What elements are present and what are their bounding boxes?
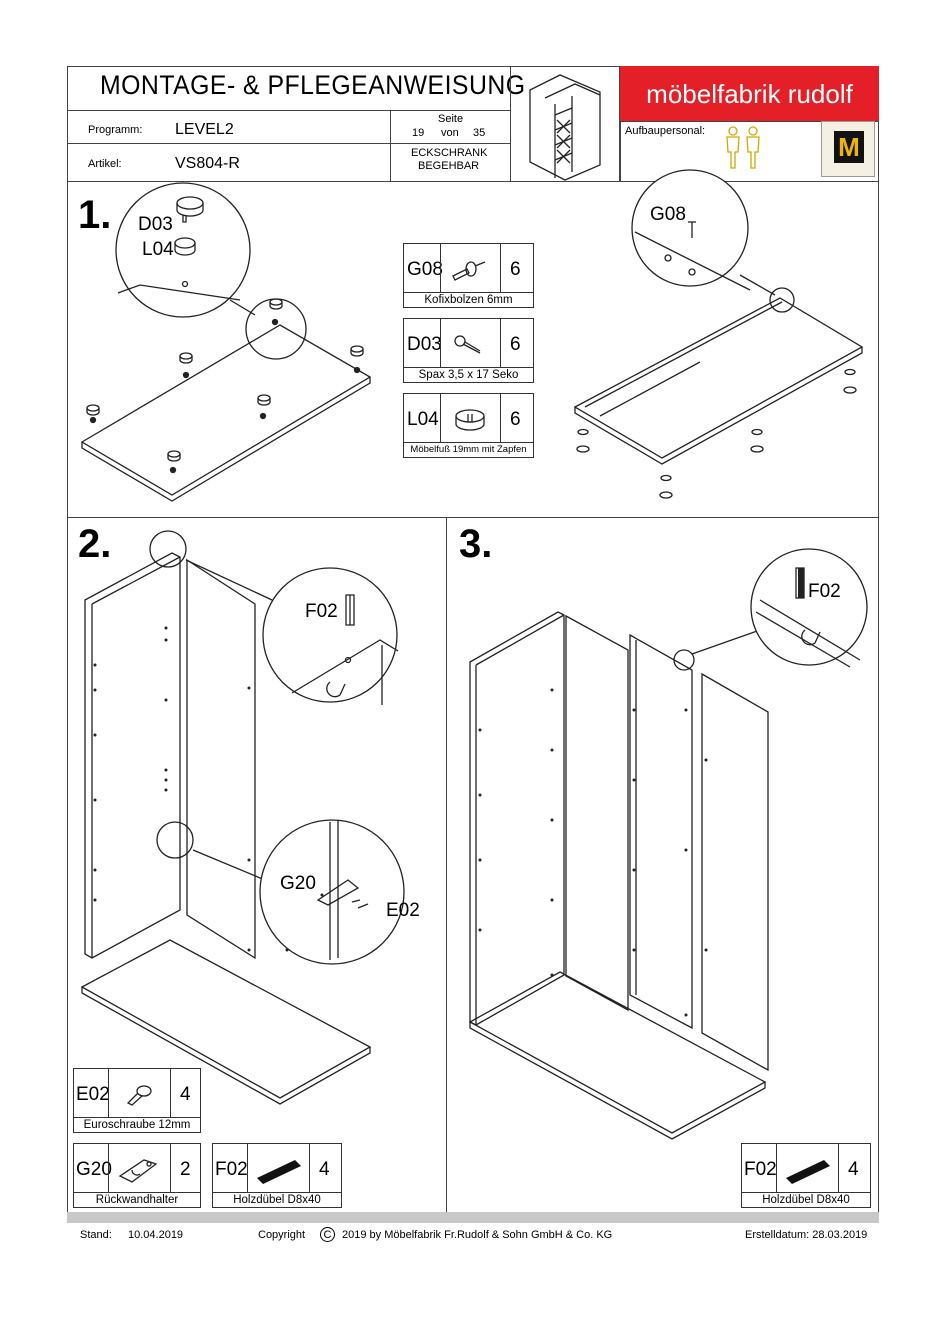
divider <box>500 394 501 443</box>
quality-seal-mark: M <box>834 131 864 163</box>
step3-section <box>446 517 879 1213</box>
euroscrew-icon <box>126 1085 152 1106</box>
copyright-label: Copyright <box>258 1229 306 1241</box>
divider <box>838 1144 839 1193</box>
seite-von: von <box>441 127 459 139</box>
thumbnail-box <box>510 66 620 182</box>
divider <box>440 244 441 293</box>
part-box-f02-step3: F02 4 Holzdübel D8x40 <box>741 1143 871 1208</box>
part-qty: 4 <box>848 1159 859 1180</box>
divider <box>309 1144 310 1193</box>
part-label: Möbelfuß 19mm mit Zapfen <box>404 442 533 457</box>
part-code: G08 <box>407 259 443 280</box>
product-line1: ECKSCHRANK <box>411 147 488 159</box>
part-code: F02 <box>744 1159 777 1180</box>
quality-seal: M <box>821 121 875 177</box>
dowel-icon <box>257 1160 301 1184</box>
part-qty: 6 <box>510 259 521 280</box>
part-label: Kofixbolzen 6mm <box>404 292 533 307</box>
copyright-text: 2019 by Möbelfabrik Fr.Rudolf & Sohn Gmb… <box>342 1229 613 1241</box>
part-qty: 6 <box>510 334 521 355</box>
dowel-icon <box>786 1160 830 1184</box>
step3-number: 3. <box>459 522 493 566</box>
divider <box>500 319 501 368</box>
part-qty: 4 <box>180 1084 191 1105</box>
step3-callout-f02: F02 <box>808 581 841 602</box>
stand-label: Stand: <box>80 1229 112 1241</box>
screw-icon <box>454 335 481 354</box>
divider <box>440 319 441 368</box>
seite-total: 35 <box>473 127 486 139</box>
erstelldatum: Erstelldatum: 28.03.2019 <box>745 1229 868 1241</box>
bracket-icon <box>118 1159 158 1183</box>
step1-callout-d03: D03 <box>138 214 173 235</box>
divider <box>108 1069 109 1118</box>
bottom-bar <box>67 1212 879 1223</box>
step2-callout-f02: F02 <box>305 601 338 622</box>
artikel-label: Artikel: <box>88 158 122 170</box>
programm-value: LEVEL2 <box>175 121 234 138</box>
divider <box>108 1144 109 1193</box>
copyright-symbol: C <box>320 1227 335 1242</box>
step1-number: 1. <box>78 193 112 237</box>
part-label: Spax 3,5 x 17 Seko <box>404 367 533 382</box>
part-code: E02 <box>76 1084 110 1105</box>
part-qty: 6 <box>510 409 521 430</box>
stand-date: 10.04.2019 <box>128 1229 184 1241</box>
part-label: Holzdübel D8x40 <box>742 1192 870 1207</box>
step2-callout-g20: G20 <box>280 873 316 894</box>
part-code: L04 <box>407 409 439 430</box>
part-box-e02: E02 4 Euroschraube 12mm <box>73 1068 201 1133</box>
bolt-icon <box>452 261 486 281</box>
step1-callout-g08: G08 <box>650 204 686 225</box>
part-box-f02-step2: F02 4 Holzdübel D8x40 <box>212 1143 342 1208</box>
part-code: F02 <box>215 1159 248 1180</box>
step2-callout-e02: E02 <box>386 900 420 921</box>
step2-number: 2. <box>78 522 112 566</box>
part-box-l04: L04 6 Möbelfuß 19mm mit Zapfen <box>403 393 534 458</box>
product-line2: BEGEHBAR <box>418 160 480 172</box>
programm-label: Programm: <box>88 124 143 136</box>
foot-icon <box>455 409 485 431</box>
part-box-g20: G20 2 Rückwandhalter <box>73 1143 201 1208</box>
step1-callout-l04: L04 <box>142 239 174 260</box>
divider <box>170 1069 171 1118</box>
part-box-g08: G08 6 Kofixbolzen 6mm <box>403 243 534 308</box>
aufbaupersonal-label: Aufbaupersonal: <box>625 125 706 137</box>
seite-label: Seite <box>438 113 464 125</box>
page-title: MONTAGE- & PFLEGEANWEISUNG <box>100 70 526 100</box>
brand-logo: möbelfabrik rudolf <box>620 66 879 122</box>
part-code: D03 <box>407 334 442 355</box>
part-qty: 4 <box>319 1159 330 1180</box>
part-code: G20 <box>76 1159 112 1180</box>
divider <box>170 1144 171 1193</box>
part-label: Euroschraube 12mm <box>74 1117 200 1132</box>
divider <box>247 1144 248 1193</box>
seite-current: 19 <box>412 127 425 139</box>
part-qty: 2 <box>180 1159 191 1180</box>
part-label: Rückwandhalter <box>74 1192 200 1207</box>
artikel-value: VS804-R <box>175 155 240 172</box>
part-box-d03: D03 6 Spax 3,5 x 17 Seko <box>403 318 534 383</box>
part-label: Holzdübel D8x40 <box>213 1192 341 1207</box>
divider <box>500 244 501 293</box>
divider <box>776 1144 777 1193</box>
divider <box>440 394 441 443</box>
